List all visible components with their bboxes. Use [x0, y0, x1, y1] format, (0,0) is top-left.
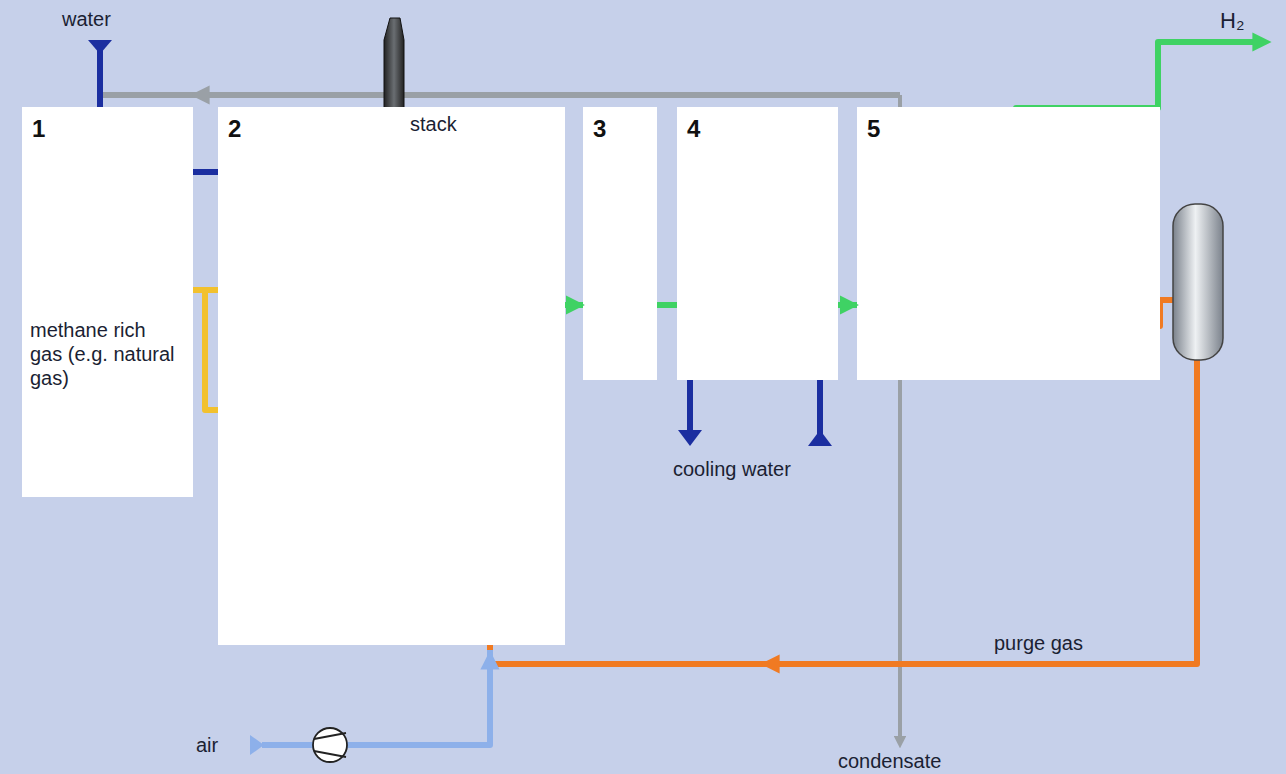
stream-label: water: [62, 8, 111, 30]
air-inlet-symbol: [250, 735, 264, 755]
stream-label: air: [196, 734, 218, 756]
syngas-connector: [565, 302, 583, 308]
section-number: 5: [857, 107, 880, 141]
process-section-panel: 5: [857, 107, 1160, 380]
flow-arrow: [487, 660, 493, 700]
water-inlet-symbol: [88, 40, 112, 54]
process-section-panel: 2: [218, 107, 565, 645]
flow-arrow: [1240, 39, 1262, 45]
syngas-connector: [657, 302, 677, 308]
stream-label: stack: [410, 113, 457, 135]
compressor-symbol: [313, 728, 347, 762]
stream-label: methane rich gas (e.g. natural gas): [30, 318, 180, 390]
flow-arrow: [770, 661, 800, 667]
stream-label: H₂: [1220, 10, 1244, 32]
air-pipe: [262, 650, 490, 745]
section-number: 1: [22, 107, 45, 141]
syngas-connector: [838, 302, 857, 308]
section-number: 3: [583, 107, 606, 141]
stream-label: cooling water: [673, 458, 791, 480]
condensate-return-pipe: [102, 92, 900, 98]
section-number: 4: [677, 107, 700, 141]
process-section-panel: 1: [22, 107, 193, 497]
stream-label: condensate: [838, 750, 941, 772]
stream-label: purge gas: [994, 632, 1083, 654]
cooling-water-inlet-symbol: [808, 430, 832, 446]
flow-arrow: [898, 735, 902, 742]
flow-arrow: [200, 92, 300, 98]
cooling-water-outlet-symbol: [678, 430, 702, 446]
section-number: 2: [218, 107, 241, 141]
purge-gas-pipe: [490, 358, 1197, 664]
process-section-panel: 4: [677, 107, 838, 380]
purge-gas-drum: [1173, 204, 1223, 360]
process-section-panel: 3: [583, 107, 657, 380]
pipework: [40, 42, 1262, 745]
